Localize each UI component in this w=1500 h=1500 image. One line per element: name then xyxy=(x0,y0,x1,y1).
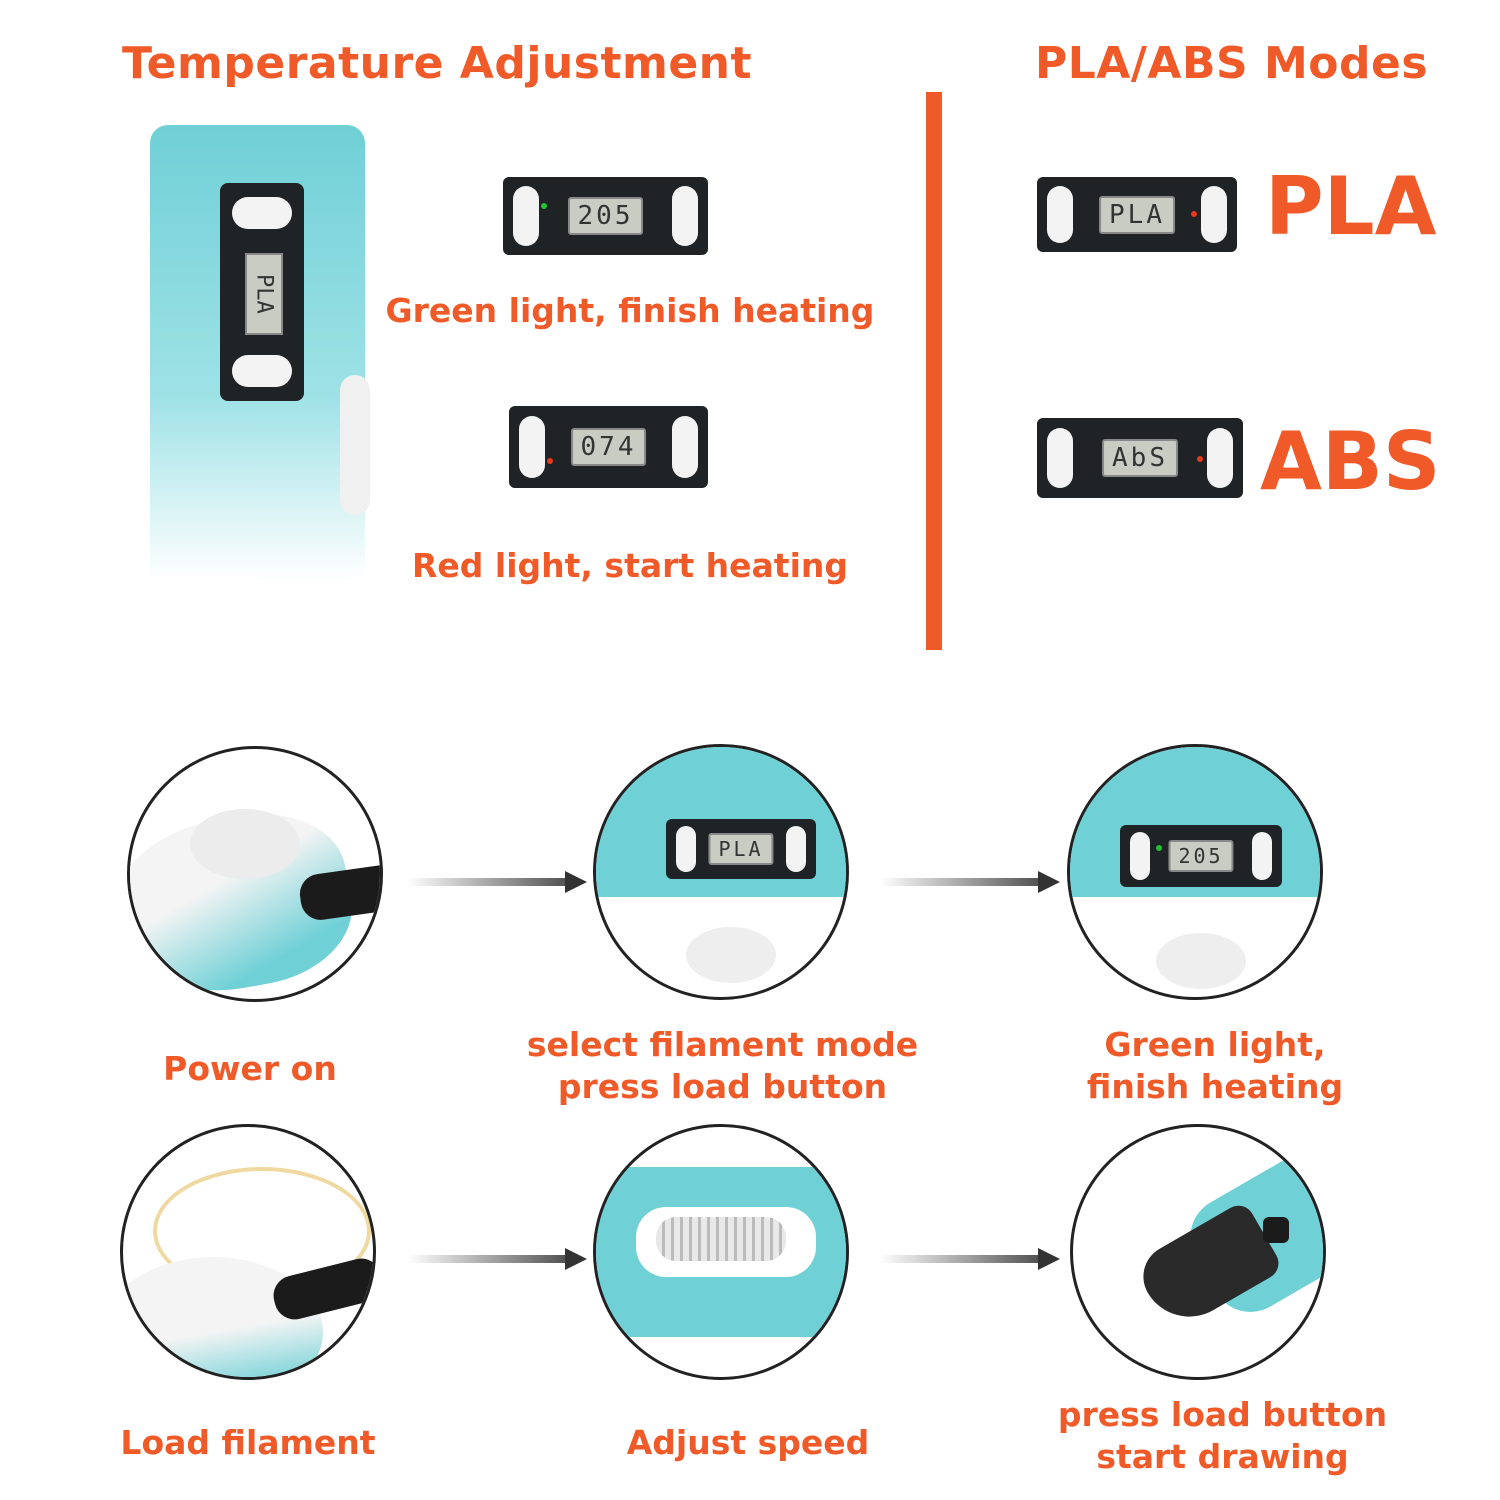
panel-right-button xyxy=(1207,427,1233,489)
red-led-icon xyxy=(547,458,553,464)
panel-right-button xyxy=(672,186,698,246)
display-start-heating: 074 xyxy=(509,406,708,488)
step-load-filament-image xyxy=(120,1124,376,1380)
pen-closeup: PLA xyxy=(150,125,370,580)
speed-slider-icon xyxy=(656,1217,786,1261)
temperature-title: Temperature Adjustment xyxy=(122,38,753,89)
panel-right-button xyxy=(1201,186,1227,243)
panel-left-button xyxy=(1047,427,1073,489)
green-led-icon xyxy=(541,203,547,209)
caption-line: press load button xyxy=(557,1067,888,1106)
display-pla-mode: PLA xyxy=(1037,177,1237,252)
lcd-readout: PLA xyxy=(1099,195,1175,234)
display-panel: PLA xyxy=(666,819,816,879)
pen-down-button xyxy=(232,355,292,387)
red-led-icon xyxy=(1191,211,1197,217)
caption-start-drawing: press load button start drawing xyxy=(1040,1394,1405,1478)
lcd-readout: PLA xyxy=(708,833,774,865)
step-finish-heating-image: 205 xyxy=(1067,744,1323,1000)
pen-side-button xyxy=(340,375,370,515)
panel-right-button xyxy=(672,415,698,479)
caption-line: finish heating xyxy=(1086,1067,1344,1106)
arrow-right-icon xyxy=(880,871,1060,893)
arrow-right-icon xyxy=(407,871,587,893)
arrow-right-icon xyxy=(880,1248,1060,1270)
red-led-icon xyxy=(1197,456,1203,462)
caption-line: start drawing xyxy=(1096,1437,1349,1476)
panel-right-button xyxy=(1252,832,1272,880)
panel-left-button xyxy=(519,415,545,479)
caption-select-mode: select filament mode press load button xyxy=(470,1024,975,1108)
panel-left-button xyxy=(676,826,696,872)
step-adjust-speed-image xyxy=(593,1124,849,1380)
caption-load-filament: Load filament xyxy=(120,1423,376,1462)
panel-left-button xyxy=(1130,832,1150,880)
panel-right-button xyxy=(786,826,806,872)
display-finish-heating: 205 xyxy=(503,177,708,255)
panel-left-button xyxy=(1047,186,1073,243)
step-select-mode-image: PLA xyxy=(593,744,849,1000)
step-start-drawing-image xyxy=(1070,1124,1326,1380)
lcd-readout: 205 xyxy=(1168,840,1234,872)
pen-cap xyxy=(190,809,300,879)
step-power-on-image xyxy=(127,746,383,1002)
pen-lcd: PLA xyxy=(245,253,283,335)
caption-finish-heating: Green light, finish heating xyxy=(385,291,875,330)
green-led-icon xyxy=(1156,845,1162,851)
display-panel: 205 xyxy=(1120,825,1282,887)
lcd-readout: 205 xyxy=(567,197,644,235)
caption-power-on: Power on xyxy=(163,1049,337,1088)
caption-line: select filament mode xyxy=(526,1025,919,1064)
arrow-right-icon xyxy=(407,1248,587,1270)
abs-label: ABS xyxy=(1260,415,1441,508)
caption-line: Green light, xyxy=(1104,1025,1326,1064)
caption-adjust-speed: Adjust speed xyxy=(626,1423,870,1462)
caption-line: press load button xyxy=(1057,1395,1388,1434)
lcd-readout: AbS xyxy=(1102,439,1178,477)
display-abs-mode: AbS xyxy=(1037,418,1243,498)
load-button-icon xyxy=(686,927,776,983)
lcd-readout: 074 xyxy=(570,428,647,466)
pen-display-panel: PLA xyxy=(220,183,304,401)
caption-start-heating: Red light, start heating xyxy=(411,546,848,585)
panel-left-button xyxy=(513,186,539,246)
modes-title: PLA/ABS Modes xyxy=(1035,38,1429,89)
section-divider xyxy=(926,92,942,650)
pen-up-button xyxy=(232,197,292,229)
pla-label: PLA xyxy=(1265,160,1437,253)
load-button-icon xyxy=(1263,1217,1289,1243)
load-button-icon xyxy=(1156,933,1246,989)
caption-finish-heating-step: Green light, finish heating xyxy=(1060,1024,1370,1108)
